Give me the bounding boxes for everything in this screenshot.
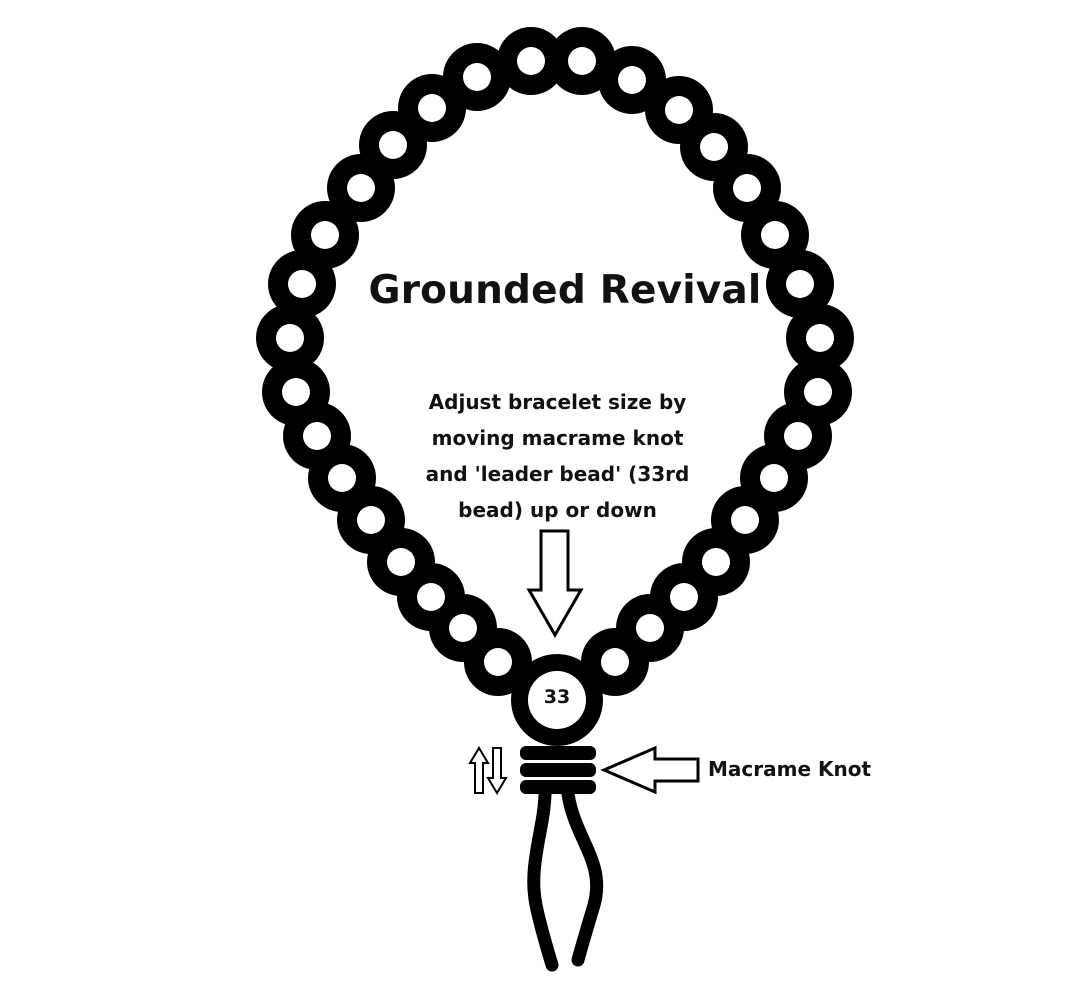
left-arrow-icon	[600, 745, 700, 795]
bead-hole	[418, 94, 446, 122]
bead-hole	[328, 464, 356, 492]
leader-bead	[511, 654, 603, 746]
bead-hole	[804, 378, 832, 406]
bead-hole	[276, 324, 304, 352]
bead-hole	[784, 422, 812, 450]
bead-hole	[700, 133, 728, 161]
macrame-knot-label: Macrame Knot	[708, 757, 872, 781]
bead-hole	[463, 63, 491, 91]
bead-hole	[806, 324, 834, 352]
bead-hole	[670, 583, 698, 611]
bead-hole	[702, 548, 730, 576]
cord-tails	[527, 787, 604, 972]
down-arrow-icon	[526, 529, 584, 638]
bead-hole	[303, 422, 331, 450]
bead-hole	[731, 506, 759, 534]
instruction-line: bead) up or down	[458, 498, 657, 522]
bead-hole	[517, 47, 545, 75]
bead-hole	[282, 378, 310, 406]
bead-hole	[417, 583, 445, 611]
adjust-instruction: Adjust bracelet size by moving macrame k…	[405, 384, 710, 528]
bead-hole	[786, 270, 814, 298]
instruction-line: Adjust bracelet size by	[428, 390, 687, 414]
bead-hole	[387, 548, 415, 576]
leader-bead-number: 33	[543, 686, 571, 708]
macrame-knot	[520, 746, 596, 794]
bead-hole	[761, 221, 789, 249]
bead-strand	[256, 27, 854, 696]
bead-hole	[568, 47, 596, 75]
instruction-line: and 'leader bead' (33rd	[425, 462, 690, 486]
bead-hole	[618, 66, 646, 94]
bead-hole	[733, 174, 761, 202]
bead-hole	[347, 174, 375, 202]
bead-hole	[288, 270, 316, 298]
bead-hole	[484, 648, 512, 676]
bead-hole	[311, 221, 339, 249]
instruction-line: moving macrame knot	[431, 426, 684, 450]
bead-hole	[760, 464, 788, 492]
bracelet-title: Grounded Revival	[368, 268, 762, 313]
bead-hole	[636, 614, 664, 642]
bead-hole	[379, 131, 407, 159]
bead-hole	[665, 96, 693, 124]
bead-hole	[601, 648, 629, 676]
bead-hole	[357, 506, 385, 534]
bead-hole	[449, 614, 477, 642]
up-down-arrows-icon	[468, 746, 508, 795]
